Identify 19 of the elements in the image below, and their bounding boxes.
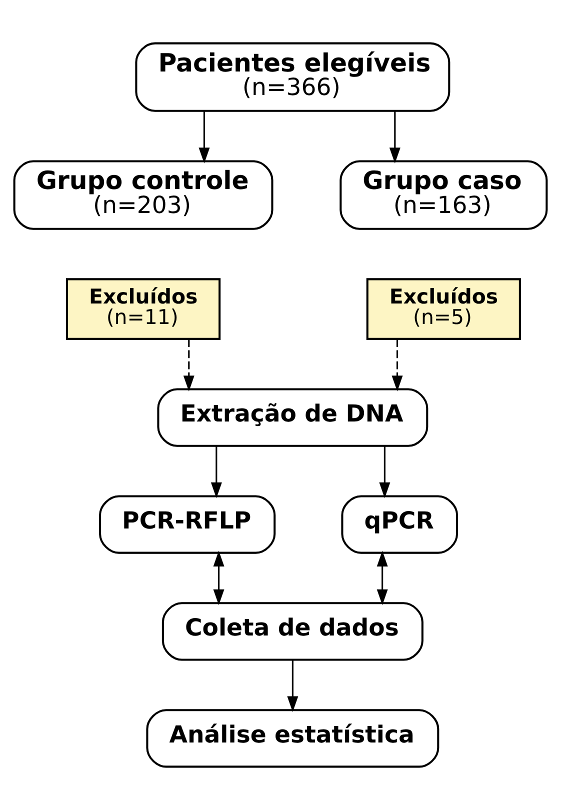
arrow (287, 660, 298, 712)
arrow (210, 446, 222, 498)
arrow (392, 339, 403, 392)
arrow (183, 339, 194, 392)
node-box: Excluídos (n=11) (66, 278, 221, 340)
arrow (198, 111, 210, 164)
arrow (376, 550, 388, 606)
node-box: qPCR (341, 495, 458, 554)
node-box: Grupo controle (n=203) (13, 160, 274, 230)
node-box: Excluídos (n=5) (366, 278, 521, 340)
arrow (389, 111, 400, 164)
node-box: PCR-RFLP (99, 495, 276, 554)
node-box: Análise estatística (146, 709, 440, 768)
node-box: Grupo caso (n=163) (340, 160, 548, 230)
arrow (379, 446, 390, 498)
node-box: Coleta de dados (162, 602, 424, 661)
node-box: Extração de DNA (157, 388, 428, 447)
node-box: Pacientes elegíveis (n=366) (135, 42, 450, 112)
arrow (213, 550, 224, 606)
